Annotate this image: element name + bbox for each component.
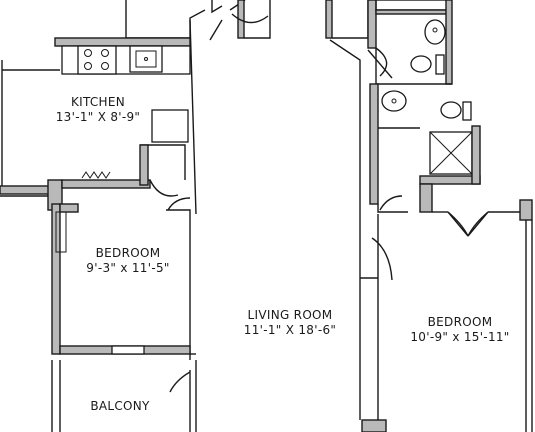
- balcony: [51, 360, 197, 432]
- bedroom-right: [360, 183, 533, 432]
- kitchen-size: 13'-1" X 8'-9": [55, 110, 141, 124]
- kitchen: [0, 37, 191, 211]
- living-room-size: 11'-1" X 18'-6": [243, 323, 337, 337]
- bedroom-left: [51, 197, 196, 360]
- top-closets: [125, 0, 377, 49]
- balcony-name: BALCONY: [90, 399, 150, 413]
- toilet-upper: [410, 55, 432, 73]
- bedroom-left-label: BEDROOM 9'-3" x 11'-5": [86, 246, 169, 276]
- living-room-label: LIVING ROOM 11'-1" X 18'-6": [244, 308, 336, 338]
- corridor-walls: [189, 19, 393, 420]
- kitchen-sink: [129, 45, 163, 73]
- kitchen-name: KITCHEN: [70, 95, 126, 109]
- bathroom-lower: [369, 83, 481, 213]
- bedroom-left-size: 9'-3" x 11'-5": [86, 261, 170, 275]
- bedroom-right-name: BEDROOM: [427, 315, 493, 329]
- bedroom-right-size: 10'-9" x 15'-11": [410, 330, 510, 344]
- sink-lower: [381, 90, 407, 112]
- refrigerator: [151, 109, 189, 143]
- stove: [77, 45, 117, 75]
- balcony-label: BALCONY: [90, 399, 149, 414]
- bedroom-left-name: BEDROOM: [95, 246, 161, 260]
- kitchen-label: KITCHEN 13'-1" X 8'-9": [56, 95, 141, 125]
- bedroom-right-label: BEDROOM 10'-9" x 15'-11": [410, 315, 509, 345]
- bathroom-upper: [375, 0, 453, 85]
- toilet-lower: [440, 101, 462, 119]
- living-room-name: LIVING ROOM: [247, 308, 333, 322]
